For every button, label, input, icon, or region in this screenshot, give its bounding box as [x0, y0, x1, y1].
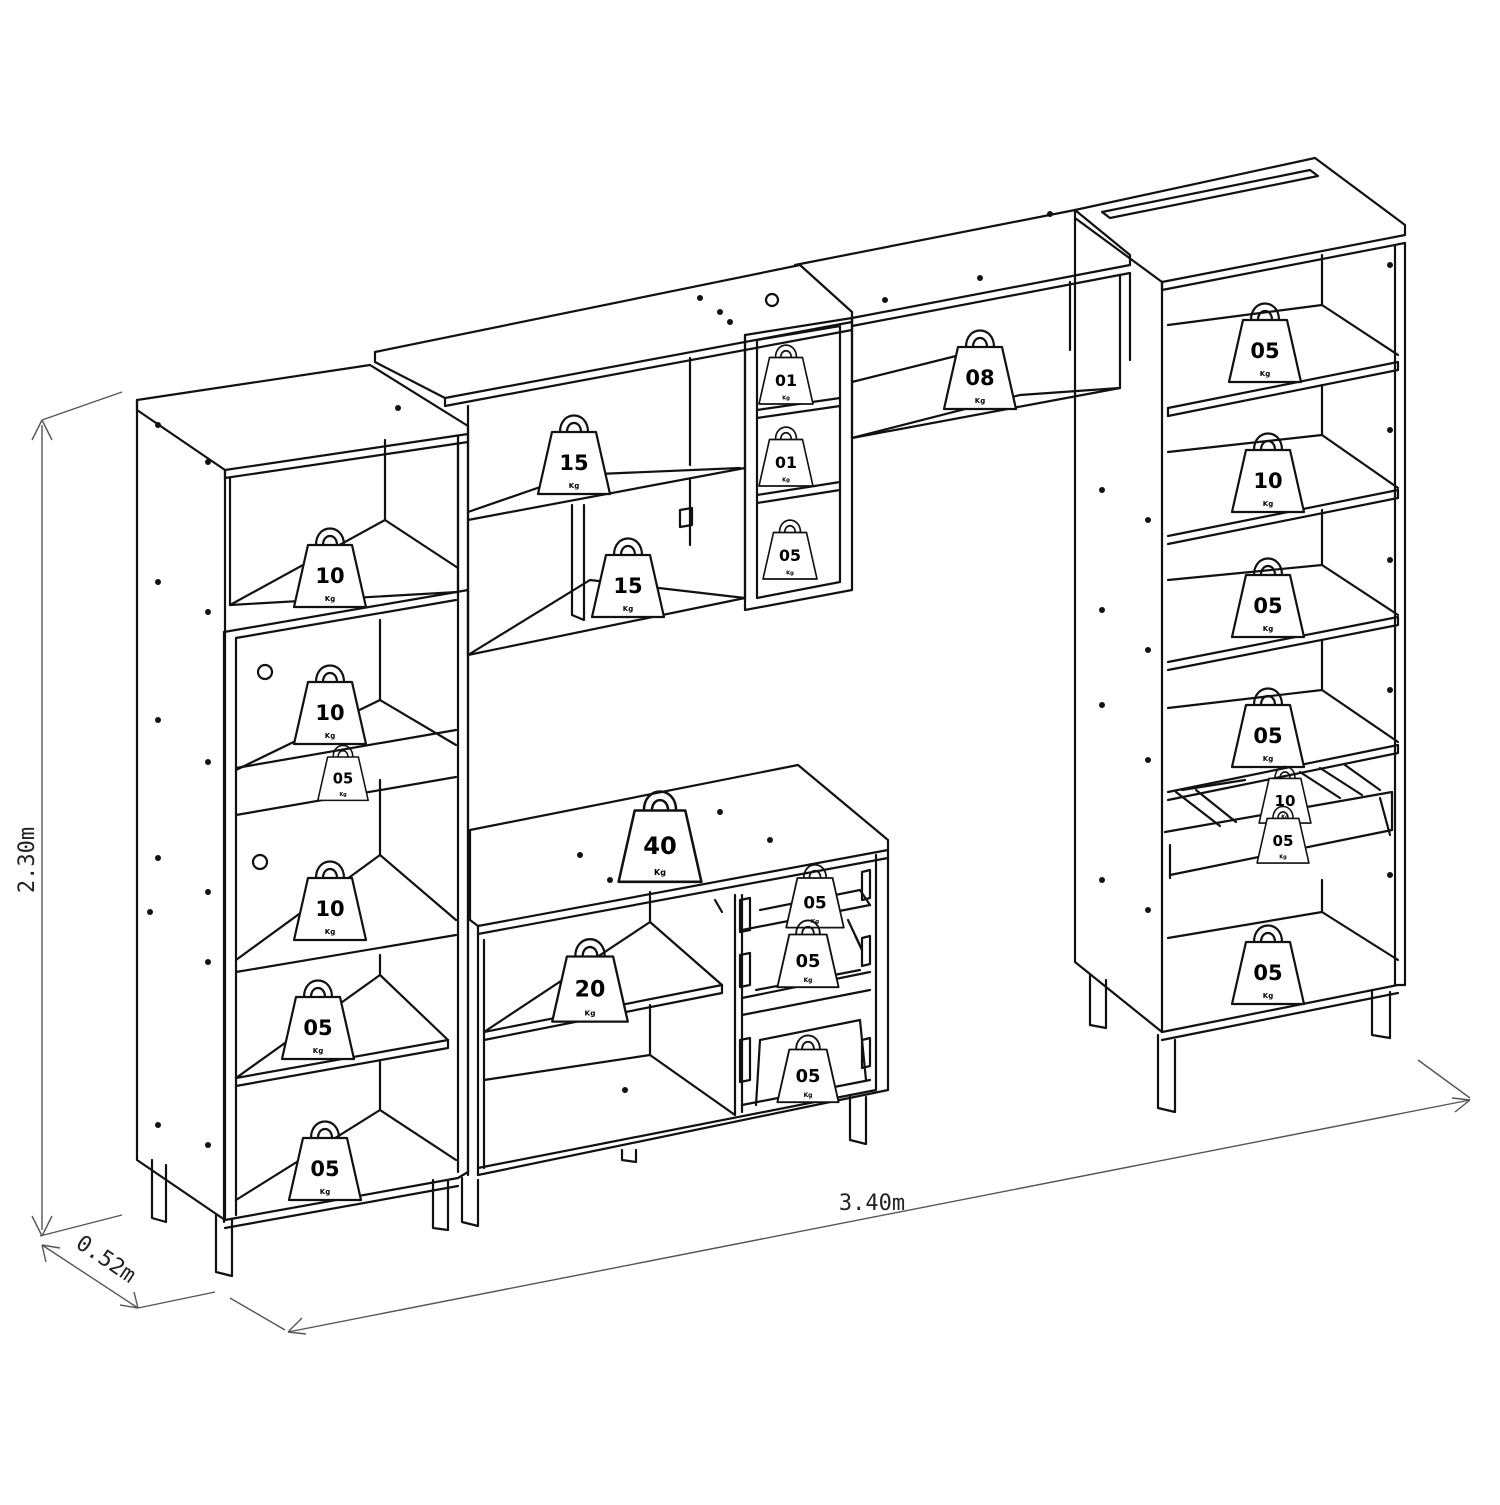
weight-unit: Kg: [1263, 625, 1273, 633]
weight-unit: Kg: [325, 928, 335, 936]
weight-value: 08: [965, 366, 994, 390]
weight-value: 10: [1274, 792, 1295, 810]
weight-value: 05: [796, 1066, 821, 1087]
weight-value: 05: [333, 771, 353, 788]
weight-value: 40: [643, 832, 677, 860]
left-tall-cabinet: [135, 363, 470, 1278]
weight-unit: Kg: [654, 868, 666, 877]
weight-unit: Kg: [804, 977, 813, 984]
weight-value: 05: [1253, 594, 1282, 618]
weight-value: 05: [1253, 961, 1282, 985]
weight-value: 10: [315, 564, 344, 588]
weight-value: 05: [779, 546, 801, 565]
weight-unit: Kg: [782, 478, 790, 484]
weight-unit: Kg: [313, 1047, 323, 1055]
sideboard: [460, 763, 890, 1228]
weight-unit: Kg: [1263, 755, 1273, 763]
weight-unit: Kg: [1263, 500, 1273, 508]
weight-value: 05: [1253, 724, 1282, 748]
width-dimension-label: 3.40m: [839, 1191, 905, 1216]
weight-unit: Kg: [804, 1092, 813, 1099]
weight-value: 10: [315, 701, 344, 725]
fastener-dots: [147, 211, 1393, 1148]
bridge-cabinet: [793, 208, 1132, 440]
depth-dimension-label: 0.52m: [71, 1231, 140, 1289]
weight-value: 05: [1250, 339, 1279, 363]
weight-unit: Kg: [1263, 992, 1273, 1000]
height-dimension-label: 2.30m: [15, 827, 40, 893]
weight-value: 20: [575, 977, 606, 1002]
weight-value: 05: [310, 1157, 339, 1181]
weight-value: 05: [1272, 832, 1293, 850]
weight-unit: Kg: [325, 732, 335, 740]
weight-unit: Kg: [623, 605, 633, 613]
weight-value: 15: [613, 574, 642, 598]
weight-value: 05: [796, 951, 821, 972]
weight-unit: Kg: [1279, 855, 1287, 861]
weight-unit: Kg: [339, 792, 347, 798]
weight-unit: Kg: [786, 571, 794, 577]
weight-unit: Kg: [325, 595, 335, 603]
weight-value: 10: [315, 897, 344, 921]
weight-value: 10: [1253, 469, 1282, 493]
weight-markers: 10Kg10Kg05Kg10Kg05Kg05Kg15Kg15Kg01Kg01Kg…: [280, 302, 1312, 1202]
weight-unit: Kg: [585, 1008, 596, 1017]
weight-unit: Kg: [975, 397, 985, 405]
weight-value: 15: [559, 451, 588, 475]
weight-unit: Kg: [782, 396, 790, 402]
weight-value: 05: [303, 1016, 332, 1040]
dimension-lines: [31, 391, 1471, 1335]
weight-value: 01: [775, 371, 797, 390]
weight-unit: Kg: [1260, 370, 1270, 378]
weight-unit: Kg: [320, 1188, 330, 1196]
weight-unit: Kg: [569, 482, 579, 490]
weight-value: 05: [803, 892, 826, 912]
weight-value: 01: [775, 453, 797, 472]
right-tall-cabinet: [1073, 156, 1407, 1114]
